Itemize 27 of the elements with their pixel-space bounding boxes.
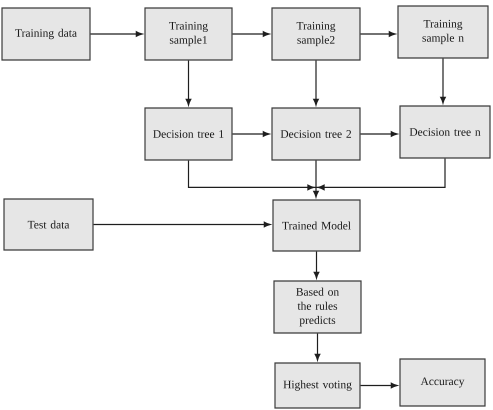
arrow xyxy=(90,31,143,37)
process-box: Training sample1 xyxy=(144,7,233,61)
arrow xyxy=(313,160,319,198)
process-box: Test data xyxy=(3,198,94,251)
process-box: Decision tree 1 xyxy=(144,107,233,161)
arrow xyxy=(232,31,270,37)
arrow xyxy=(314,252,320,279)
arrow xyxy=(313,60,319,106)
arrow xyxy=(360,31,396,37)
arrow xyxy=(94,222,271,228)
arrow xyxy=(188,160,316,190)
arrow xyxy=(314,334,320,361)
process-box: Trained Model xyxy=(272,199,361,252)
process-box: Training sample n xyxy=(397,5,489,59)
arrow xyxy=(360,131,398,137)
arrow xyxy=(186,60,192,106)
process-box: Based on the rules predicts xyxy=(273,280,362,334)
arrow xyxy=(360,382,398,388)
process-box: Highest voting xyxy=(274,362,361,409)
process-box: Decision tree n xyxy=(399,105,491,159)
arrow xyxy=(232,131,270,137)
process-box: Training sample2 xyxy=(271,7,361,61)
arrow xyxy=(440,58,446,104)
process-box: Accuracy xyxy=(399,358,486,407)
process-box: Training data xyxy=(1,7,91,61)
process-box: Decision tree 2 xyxy=(271,107,361,161)
arrow xyxy=(316,158,446,190)
